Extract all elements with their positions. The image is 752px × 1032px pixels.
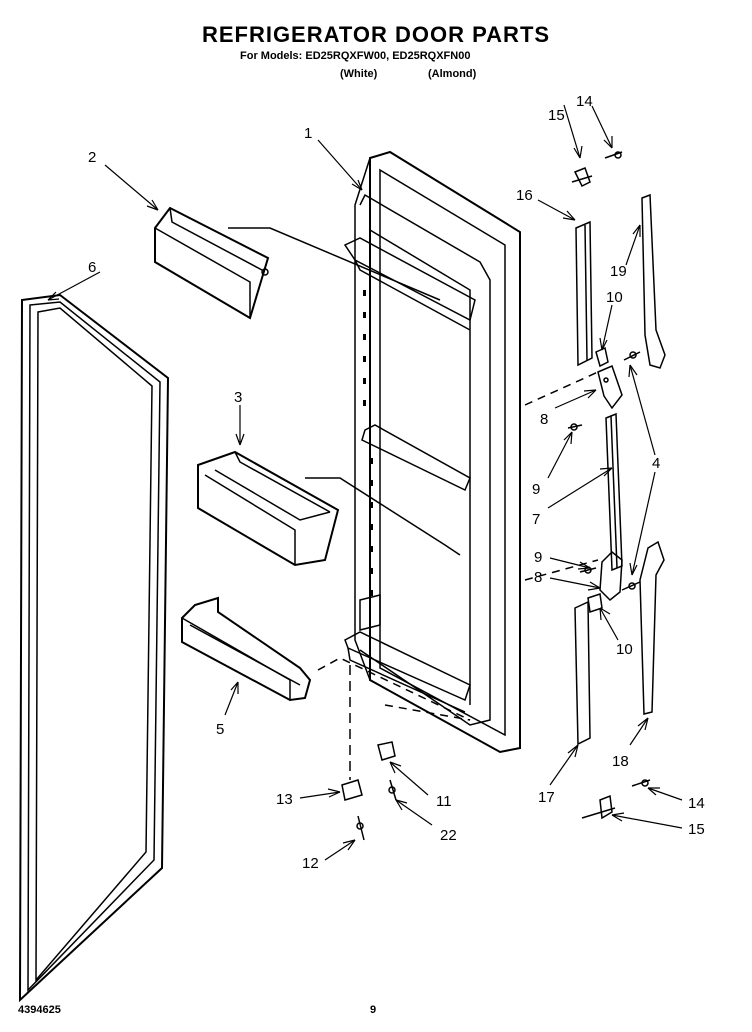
callout-1: 1 xyxy=(304,125,312,142)
callout-5: 5 xyxy=(216,721,224,738)
bin-5-leader xyxy=(317,657,471,721)
page-number: 9 xyxy=(370,1004,377,1016)
callout-14-bottom: 14 xyxy=(688,795,705,812)
callout-3: 3 xyxy=(234,389,242,406)
callout-15-bottom: 15 xyxy=(688,821,705,838)
bin-2-leader xyxy=(228,227,441,301)
callout-12: 12 xyxy=(302,855,319,872)
bottom-small-parts xyxy=(341,665,471,841)
door-bin-part-3 xyxy=(197,450,340,567)
callout-9-bottom: 9 xyxy=(534,549,542,566)
callout-13: 13 xyxy=(276,791,293,808)
callout-4: 4 xyxy=(652,455,660,472)
door-bin-part-2 xyxy=(154,206,270,320)
callout-18: 18 xyxy=(612,753,629,770)
callout-6: 6 xyxy=(88,259,96,276)
callout-arrows xyxy=(47,104,683,861)
color-almond-label: (Almond) xyxy=(428,68,477,80)
callout-10-top: 10 xyxy=(606,289,623,306)
callout-9-top: 9 xyxy=(532,481,540,498)
doc-number: 4394625 xyxy=(18,1004,61,1016)
callout-19: 19 xyxy=(610,263,627,280)
callout-17: 17 xyxy=(538,789,555,806)
callout-2: 2 xyxy=(88,149,96,166)
callout-22: 22 xyxy=(440,827,457,844)
bin-3-leader xyxy=(305,477,461,556)
callout-8-top: 8 xyxy=(540,411,548,428)
callout-7: 7 xyxy=(532,511,540,528)
callout-14-top: 14 xyxy=(576,93,593,110)
callout-10-bottom: 10 xyxy=(616,641,633,658)
page-title: REFRIGERATOR DOOR PARTS xyxy=(201,22,551,47)
callout-16: 16 xyxy=(516,187,533,204)
callout-15-top: 15 xyxy=(548,107,565,124)
color-white-label: (White) xyxy=(340,68,378,80)
door-hinge-parts xyxy=(524,151,666,820)
models-line: For Models: ED25RQXFW00, ED25RQXFN00 xyxy=(240,50,471,62)
door-liner-part-1 xyxy=(343,150,521,754)
door-gasket-part-6 xyxy=(18,293,170,1003)
callout-11: 11 xyxy=(436,793,452,810)
door-bin-part-5 xyxy=(181,596,312,702)
callout-8-bottom: 8 xyxy=(534,569,542,586)
